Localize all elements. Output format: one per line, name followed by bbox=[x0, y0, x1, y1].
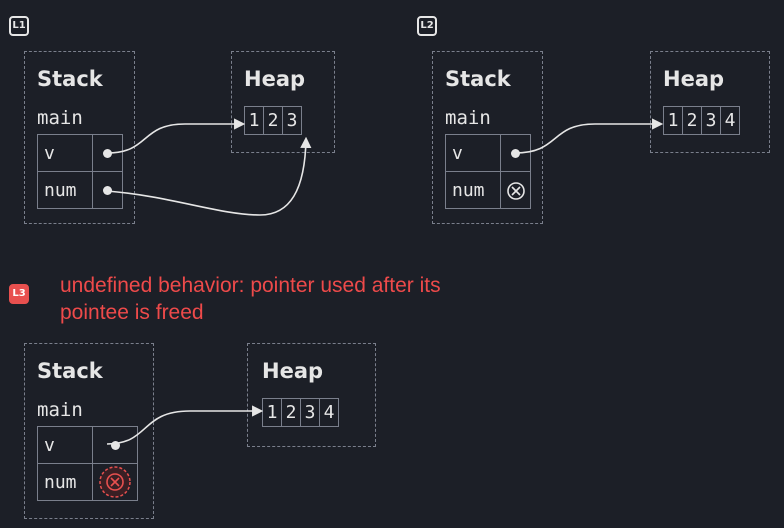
frame-name: main bbox=[37, 107, 83, 129]
frame-name: main bbox=[37, 399, 83, 421]
heap-cell: 4 bbox=[319, 399, 338, 426]
heap-title: Heap bbox=[262, 359, 324, 383]
variable-name: v bbox=[37, 134, 93, 172]
heap-array: 1 2 3 4 bbox=[262, 398, 339, 427]
pointer-cell bbox=[92, 426, 138, 464]
variable-row-v: v bbox=[37, 426, 138, 464]
stack-frame-l2: Stack main v num bbox=[432, 51, 543, 224]
variable-table: v num bbox=[37, 134, 123, 209]
heap-frame-l1: Heap 1 2 3 bbox=[231, 51, 335, 153]
pointer-cell bbox=[92, 171, 123, 209]
pointer-dot-icon bbox=[511, 149, 520, 158]
variable-name: num bbox=[37, 463, 93, 501]
heap-cell: 3 bbox=[282, 107, 301, 134]
heap-cell: 3 bbox=[300, 399, 319, 426]
error-message: undefined behavior: pointer used after i… bbox=[60, 274, 441, 324]
variable-table: v num bbox=[37, 426, 138, 501]
step-badge-l1: L1 bbox=[9, 16, 29, 36]
variable-row-num: num bbox=[37, 171, 123, 209]
pointer-dot-icon bbox=[103, 149, 112, 158]
pointer-dot-icon bbox=[103, 186, 112, 195]
step-badge-l3: L3 bbox=[9, 284, 29, 304]
freed-cell bbox=[500, 171, 531, 209]
variable-row-v: v bbox=[37, 134, 123, 172]
variable-name: v bbox=[445, 134, 501, 172]
heap-cell: 2 bbox=[281, 399, 300, 426]
variable-row-v: v bbox=[445, 134, 531, 172]
stack-title: Stack bbox=[37, 67, 103, 91]
heap-cell: 2 bbox=[682, 107, 701, 134]
stack-frame-l1: Stack main v num bbox=[24, 51, 135, 224]
heap-array: 1 2 3 4 bbox=[663, 106, 740, 135]
step-badge-l2: L2 bbox=[417, 16, 437, 36]
pointer-cell bbox=[92, 134, 123, 172]
stack-title: Stack bbox=[37, 359, 103, 383]
heap-frame-l2: Heap 1 2 3 4 bbox=[650, 51, 770, 153]
variable-name: num bbox=[445, 171, 501, 209]
stack-title: Stack bbox=[445, 67, 511, 91]
heap-frame-l3: Heap 1 2 3 4 bbox=[247, 343, 376, 447]
pointer-dot-icon bbox=[110, 441, 120, 450]
error-circled-x-icon bbox=[99, 466, 131, 498]
variable-row-num: num bbox=[37, 463, 138, 501]
variable-name: v bbox=[37, 426, 93, 464]
heap-cell: 1 bbox=[667, 110, 679, 131]
heap-cell: 1 bbox=[266, 402, 278, 423]
heap-title: Heap bbox=[663, 67, 725, 91]
variable-row-num: num bbox=[445, 171, 531, 209]
variable-table: v num bbox=[445, 134, 531, 209]
pointer-cell bbox=[500, 134, 531, 172]
heap-title: Heap bbox=[244, 67, 306, 91]
circled-x-icon bbox=[506, 181, 525, 200]
variable-name: num bbox=[37, 171, 93, 209]
frame-name: main bbox=[445, 107, 491, 129]
heap-cell: 3 bbox=[701, 107, 720, 134]
stack-frame-l3: Stack main v num bbox=[24, 343, 154, 519]
heap-cell: 1 bbox=[248, 110, 260, 131]
heap-cell: 2 bbox=[263, 107, 282, 134]
freed-error-cell bbox=[92, 463, 138, 501]
heap-cell: 4 bbox=[720, 107, 739, 134]
heap-array: 1 2 3 bbox=[244, 106, 302, 135]
